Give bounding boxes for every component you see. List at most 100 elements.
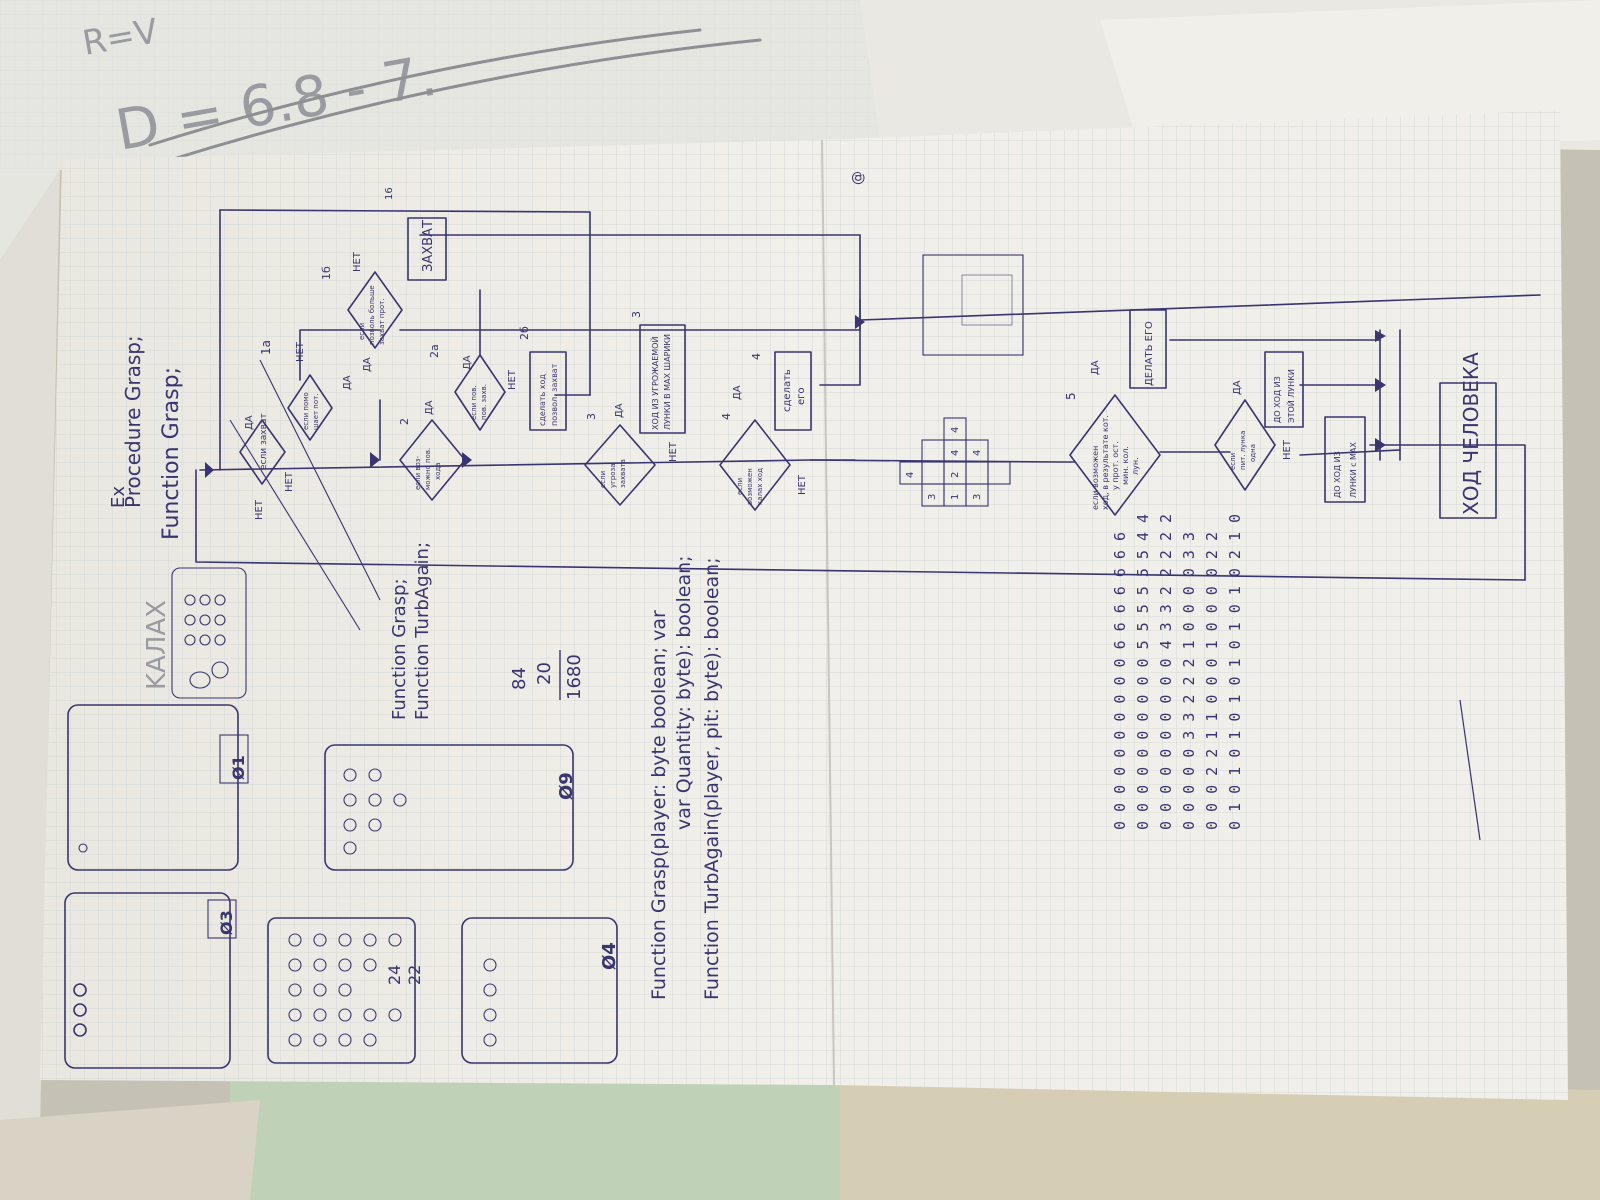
d3-line-2: угроза — [609, 463, 617, 488]
table-row-1: 0 0 0 0 0 0 0 0 0 0 6 6 6 6 6 6 6 — [1111, 532, 1129, 830]
d5-yes: ДА — [1090, 360, 1101, 375]
board-cell-crossed-2: 22 — [405, 965, 424, 985]
board-sketches: Ø1 Ø3 Ø9 24 22 Ø4 — [64, 704, 620, 1069]
d1a-line-2: шает пот. — [312, 394, 320, 430]
d4-no: НЕТ — [797, 474, 808, 495]
d6-line-1: если — [1229, 453, 1237, 470]
d1b-line-2: позволь больше — [368, 285, 376, 345]
box-2b-line-2: позвол. захват — [550, 363, 559, 426]
right-corner-mark: @ — [850, 171, 866, 185]
number-table: 0 0 0 0 0 0 0 0 0 0 6 6 6 6 6 6 6 0 0 0 … — [1111, 514, 1481, 841]
func-def-2: Function TurbAgain; — [412, 542, 433, 720]
calc-3: 1680 — [564, 654, 585, 700]
procedure-line: Procedure Grasp; — [121, 335, 145, 508]
grid-cell-7: 2 — [950, 472, 961, 478]
box-7-line-1: ДО ХОД ИЗ — [1333, 451, 1342, 498]
d3-number: 3 — [585, 413, 598, 420]
d6-line-3: одна — [1249, 444, 1257, 462]
table-row-6: 0 1 0 1 0 1 0 1 0 1 0 1 0 1 0 2 1 0 — [1226, 514, 1244, 830]
d2a-number: 2а — [428, 344, 441, 358]
func-def-1: Function Grasp; — [389, 578, 410, 720]
calc-2: 20 — [534, 662, 555, 685]
d3-line-1: если — [599, 471, 607, 488]
header-mark: Ex — [108, 486, 129, 508]
d5-line-1: если возможен — [1091, 446, 1100, 510]
d2a-line-2: пов. захв. — [480, 384, 488, 420]
calc-1: 84 — [509, 667, 530, 690]
d2a-no: НЕТ — [507, 369, 518, 390]
right-flowchart: @ 4 3 4 4 4 3 2 1 5 ДА — [205, 171, 1541, 581]
d1a-yes: ДА — [342, 375, 353, 390]
box-6-line-2: ЭТОЙ ЛУНКИ — [1285, 369, 1296, 423]
kalah-sketch: KАЛАХ — [142, 567, 247, 699]
d2-line-3: хода — [434, 462, 442, 480]
board-cell-crossed-1: 24 — [385, 965, 404, 985]
signature-3: Function TurbAgain(player, pit: byte): b… — [701, 557, 723, 1000]
d4-line-3: калах ход — [756, 468, 764, 505]
grid-cell-5: 4 — [972, 450, 983, 456]
box-4-number: 4 — [750, 353, 763, 360]
d2a-yes: ДА — [462, 355, 473, 370]
left-header: Ex Procedure Grasp; Function Grasp; — [108, 335, 184, 540]
box-3-line-1: ХОД ИЗ УГРОЖАЕМОЙ — [649, 337, 660, 430]
signature-2: var Quantity: byte): boolean; — [673, 555, 695, 830]
box-7-line-2: ЛУНКИ с MAX — [1349, 442, 1358, 498]
box-3-number: 3 — [630, 311, 643, 318]
d2-yes: ДА — [424, 400, 435, 415]
table-row-3: 0 0 0 0 0 0 0 0 0 0 4 3 3 2 2 2 2 2 — [1157, 514, 1175, 830]
d6-no: НЕТ — [1282, 439, 1293, 460]
d5-line-2: ход, в результате кот. — [1101, 415, 1110, 510]
board-label-1: Ø1 — [229, 755, 248, 780]
board-label-2: Ø3 — [217, 910, 236, 935]
d5-line-5: лун. — [1131, 457, 1140, 475]
table-row-4: 0 0 0 0 0 3 3 2 2 2 1 0 0 0 0 3 3 — [1180, 532, 1198, 830]
signature-1: Function Grasp(player: byte boolean; var — [648, 610, 670, 1000]
function-signatures: Function Grasp(player: byte boolean; var… — [648, 555, 723, 1000]
box-6-line-1: ДО ХОД ИЗ — [1273, 376, 1282, 423]
d5-number: 5 — [1064, 392, 1078, 400]
human-move-text: ХОД ЧЕЛОВЕКА — [1459, 352, 1483, 515]
right-sheet — [820, 110, 1568, 1100]
d1b-number: 1б — [320, 266, 333, 280]
d2-line-2: можно пов. — [424, 448, 432, 490]
board-label-4: Ø4 — [599, 942, 620, 970]
d3-line-3: захвата — [619, 459, 627, 488]
d4-line-1: если — [736, 478, 744, 495]
board-label-3: Ø9 — [556, 772, 577, 800]
function-line: Function Grasp; — [159, 367, 184, 540]
d1-text: если захват — [259, 413, 269, 470]
grid-cell-2: 3 — [927, 494, 938, 500]
d1b-line-3: захват прот. — [378, 299, 386, 345]
function-defs: Function Grasp; Function TurbAgain; 84 2… — [389, 542, 585, 720]
d4-number: 4 — [720, 413, 733, 420]
d1-yes: ДА — [244, 415, 255, 430]
d1b-no: НЕТ — [352, 251, 363, 272]
d1a-number: 1а — [259, 340, 273, 355]
box-2b-line-1: сделать ход — [538, 374, 547, 426]
kalah-label: KАЛАХ — [142, 600, 172, 690]
box-capture-text: ЗАХВАТ — [421, 220, 436, 272]
d3-no: НЕТ — [668, 441, 679, 462]
d6-yes: ДА — [1232, 380, 1243, 395]
grid-cell-8: 1 — [950, 494, 961, 500]
box-2b-number: 2б — [518, 326, 531, 340]
table-row-2: 0 0 0 0 0 0 0 0 0 0 5 5 5 5 5 5 4 4 — [1134, 514, 1152, 830]
grid-cell-4: 4 — [950, 450, 961, 456]
box-5-text: ДЕЛАТЬ ЕГО — [1144, 321, 1155, 386]
box-4-line-2: его — [796, 387, 807, 405]
d1a-no: НЕТ — [295, 341, 306, 362]
d2-number: 2 — [398, 418, 411, 425]
d1b-yes: ДА — [362, 357, 373, 372]
d5-line-3: у прот. ост. — [1111, 441, 1120, 490]
d6-line-2: пит. лунка — [1239, 431, 1247, 470]
d2a-line-1: если пов. — [470, 385, 478, 420]
d5-line-4: мин. кол. — [1121, 446, 1130, 485]
d2-line-1: если воз- — [414, 455, 422, 490]
d4-line-2: возможен — [746, 468, 754, 505]
d1b-line-1: если — [358, 323, 366, 340]
box-3-line-2: ЛУНКИ В МАХ ШАРИКИ — [663, 334, 672, 430]
d1-no: НЕТ — [254, 499, 265, 520]
d3-yes: ДА — [614, 403, 625, 418]
grid-cell-1: 4 — [905, 472, 916, 478]
